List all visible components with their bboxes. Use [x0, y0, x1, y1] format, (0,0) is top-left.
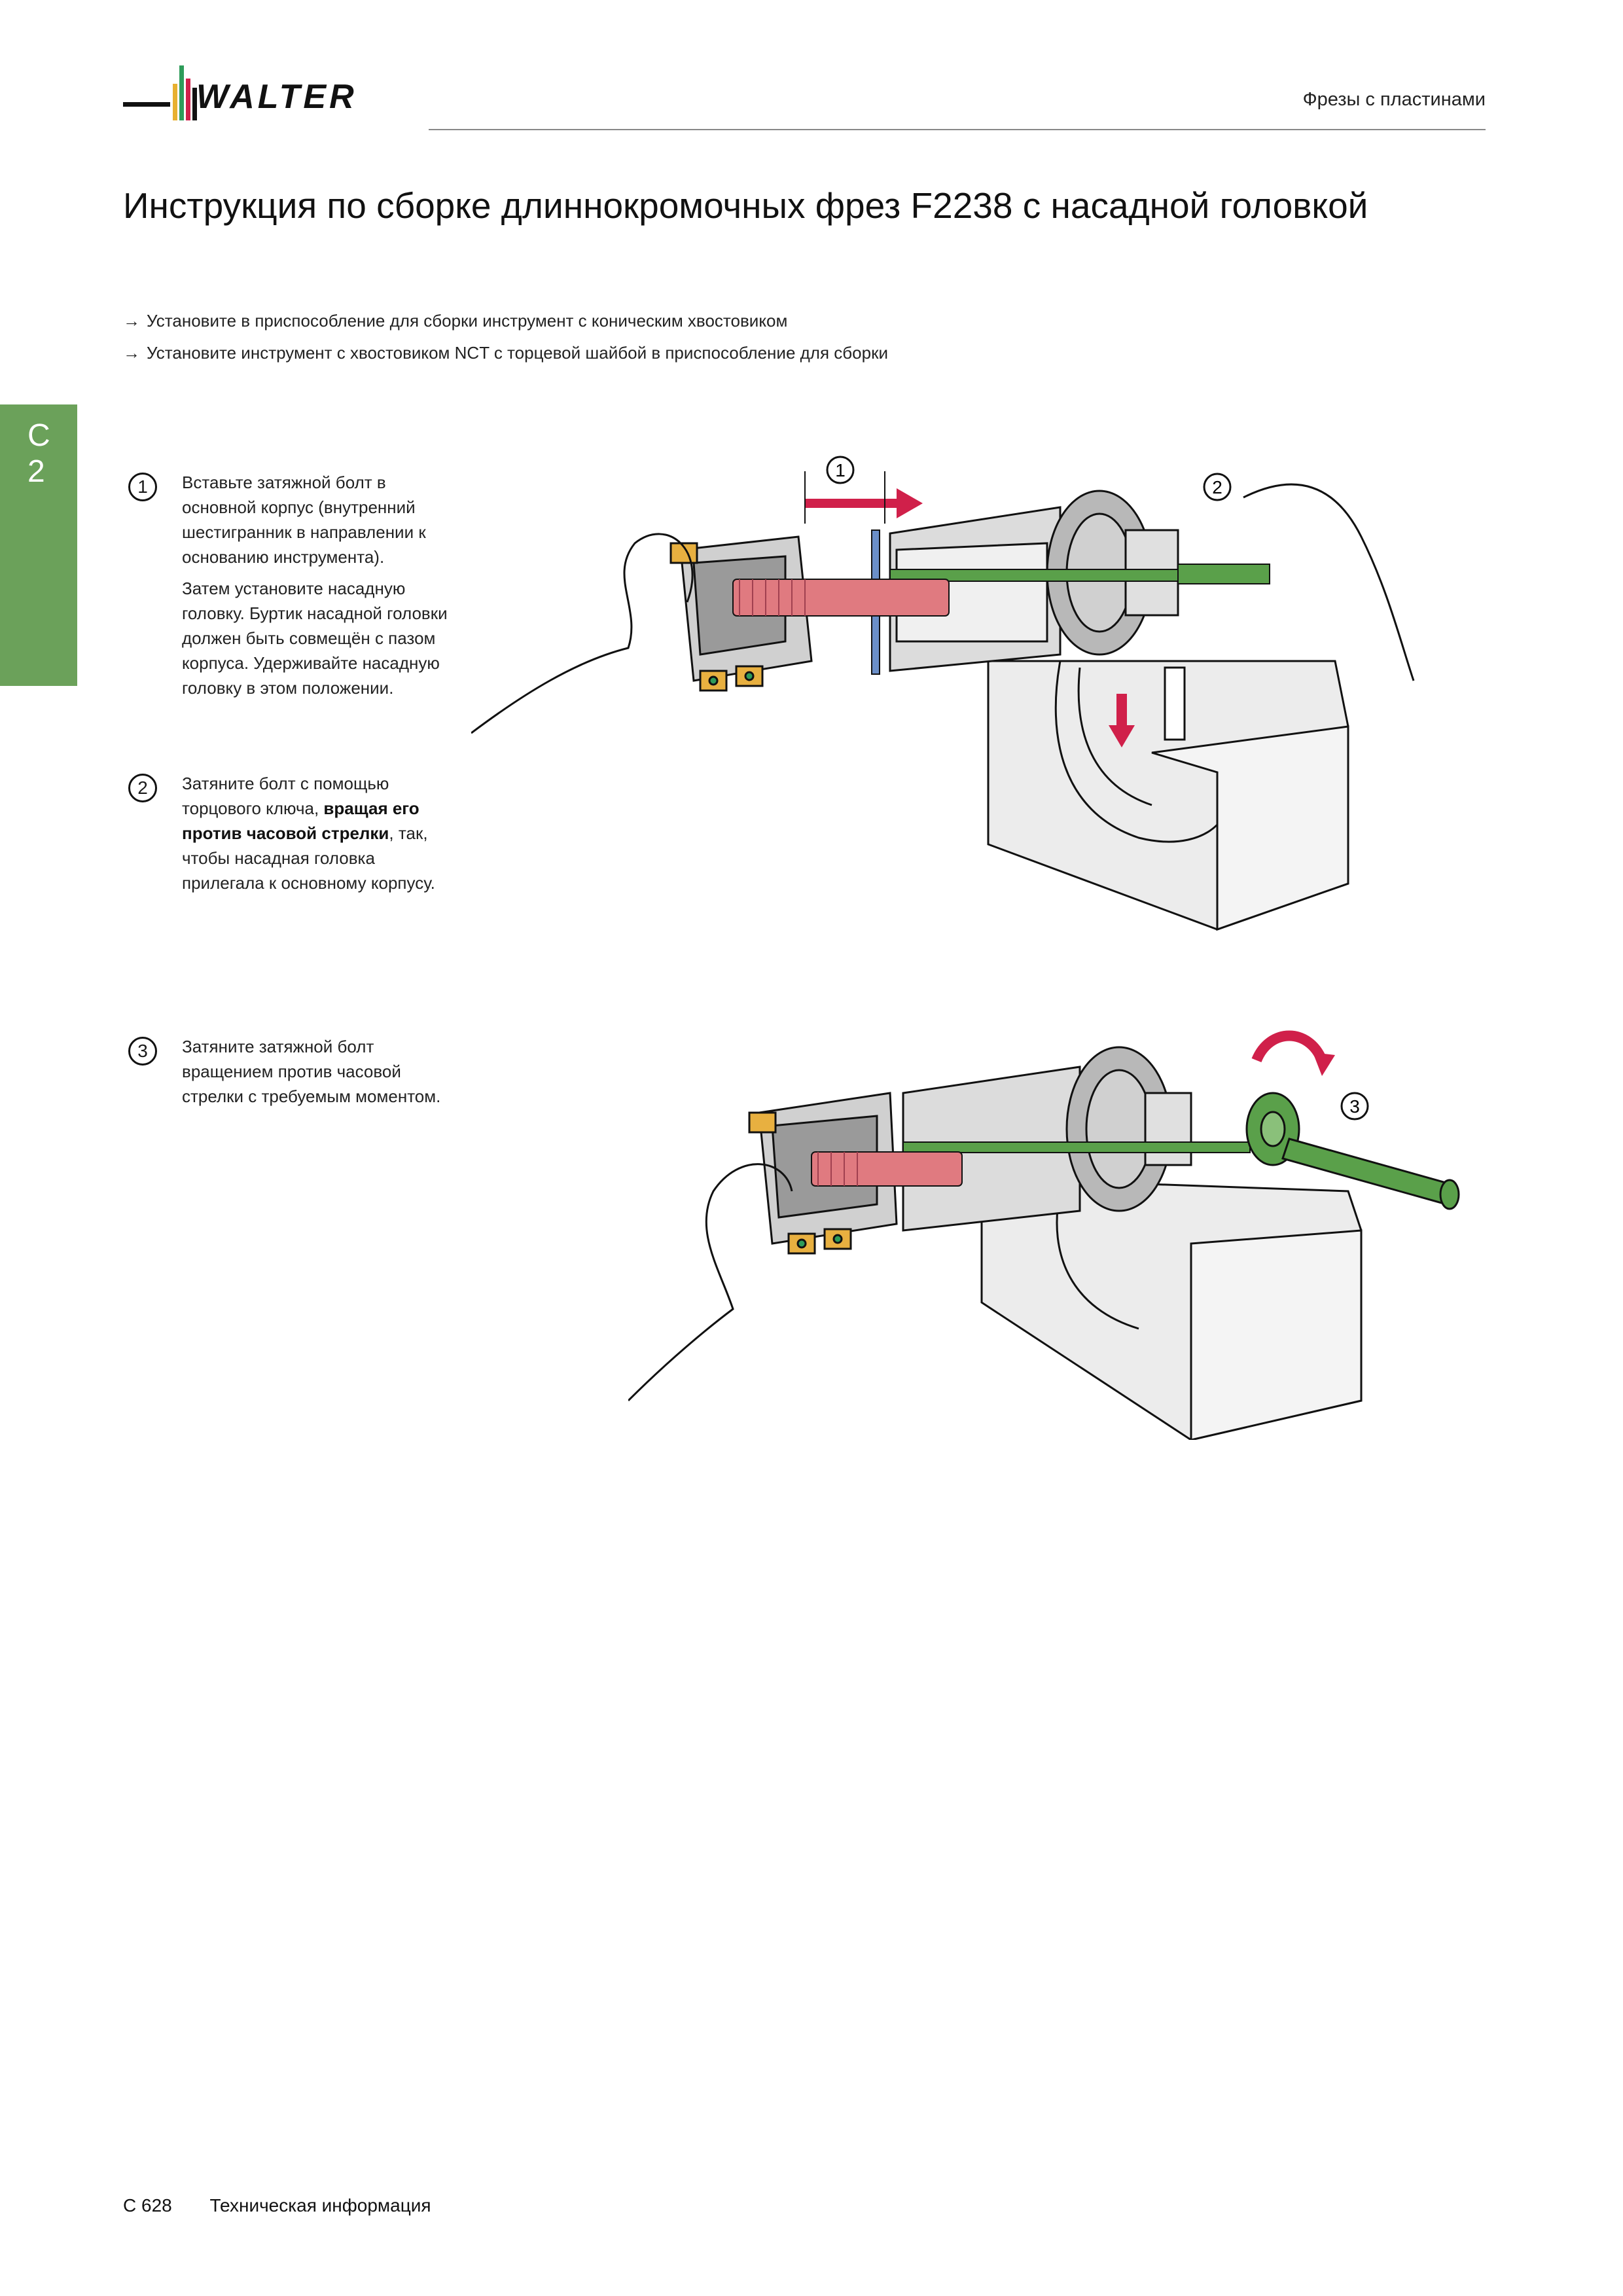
walter-logo: WALTER: [123, 60, 404, 132]
page-title: Инструкция по сборке длиннокромочных фре…: [123, 185, 1368, 226]
step-3-text: Затяните затяжной болт вращением против …: [182, 1037, 441, 1106]
step-3-marker: 3: [128, 1037, 157, 1066]
svg-text:2: 2: [1212, 477, 1222, 497]
intro-item: →Установите в приспособление для сборки …: [123, 311, 788, 331]
arrow-down-icon: [1109, 694, 1135, 747]
chapter-tab: C 2: [0, 404, 77, 686]
assembly-fixture-block: [987, 660, 1349, 931]
right-hand: [1243, 483, 1415, 681]
left-hand: [628, 1163, 793, 1402]
chapter-tab-label: C 2: [27, 418, 52, 489]
step-1-text: Вставьте затяжной болт в основной корпус…: [182, 473, 448, 698]
page-number: C 628: [123, 2195, 172, 2215]
arrow-right-icon: →: [123, 311, 140, 331]
figure-marker-3: 3: [1340, 1092, 1369, 1121]
assembly-fixture-block: [980, 1177, 1363, 1440]
key-handle: [1177, 564, 1270, 584]
torque-wrench: [1245, 1092, 1460, 1210]
arrow-right-icon: [804, 471, 923, 524]
logo-mark-icon: [123, 65, 197, 120]
header-divider: [429, 129, 1486, 130]
svg-text:3: 3: [1349, 1096, 1360, 1117]
key-shaft: [902, 1141, 1251, 1153]
intro-list: →Установите в приспособление для сборки …: [123, 305, 1236, 369]
step-2-marker: 2: [128, 774, 157, 802]
rotate-arrow-icon: [1251, 1030, 1335, 1076]
svg-text:1: 1: [835, 460, 846, 480]
figure-step-1-2: 1 2: [471, 456, 1415, 931]
tension-bolt: [811, 1151, 963, 1187]
figure-marker-1: 1: [826, 456, 855, 484]
arrow-right-icon: →: [123, 343, 140, 363]
tension-bolt: [732, 579, 950, 617]
section-title: Фрезы с пластинами: [1302, 89, 1486, 110]
figure-step-3: 3: [628, 1030, 1460, 1440]
step-2-text: Затяните болт с помощью торцового ключа,…: [182, 774, 435, 893]
left-hand: [471, 533, 694, 734]
brand-name: WALTER: [196, 78, 357, 116]
footer-label: Техническая информация: [209, 2195, 431, 2215]
intro-item: →Установите инструмент с хвостовиком NCT…: [123, 343, 888, 363]
figure-marker-2: 2: [1203, 473, 1232, 501]
step-1-marker: 1: [128, 473, 157, 501]
page-footer: C 628 Техническая информация: [123, 2195, 431, 2216]
